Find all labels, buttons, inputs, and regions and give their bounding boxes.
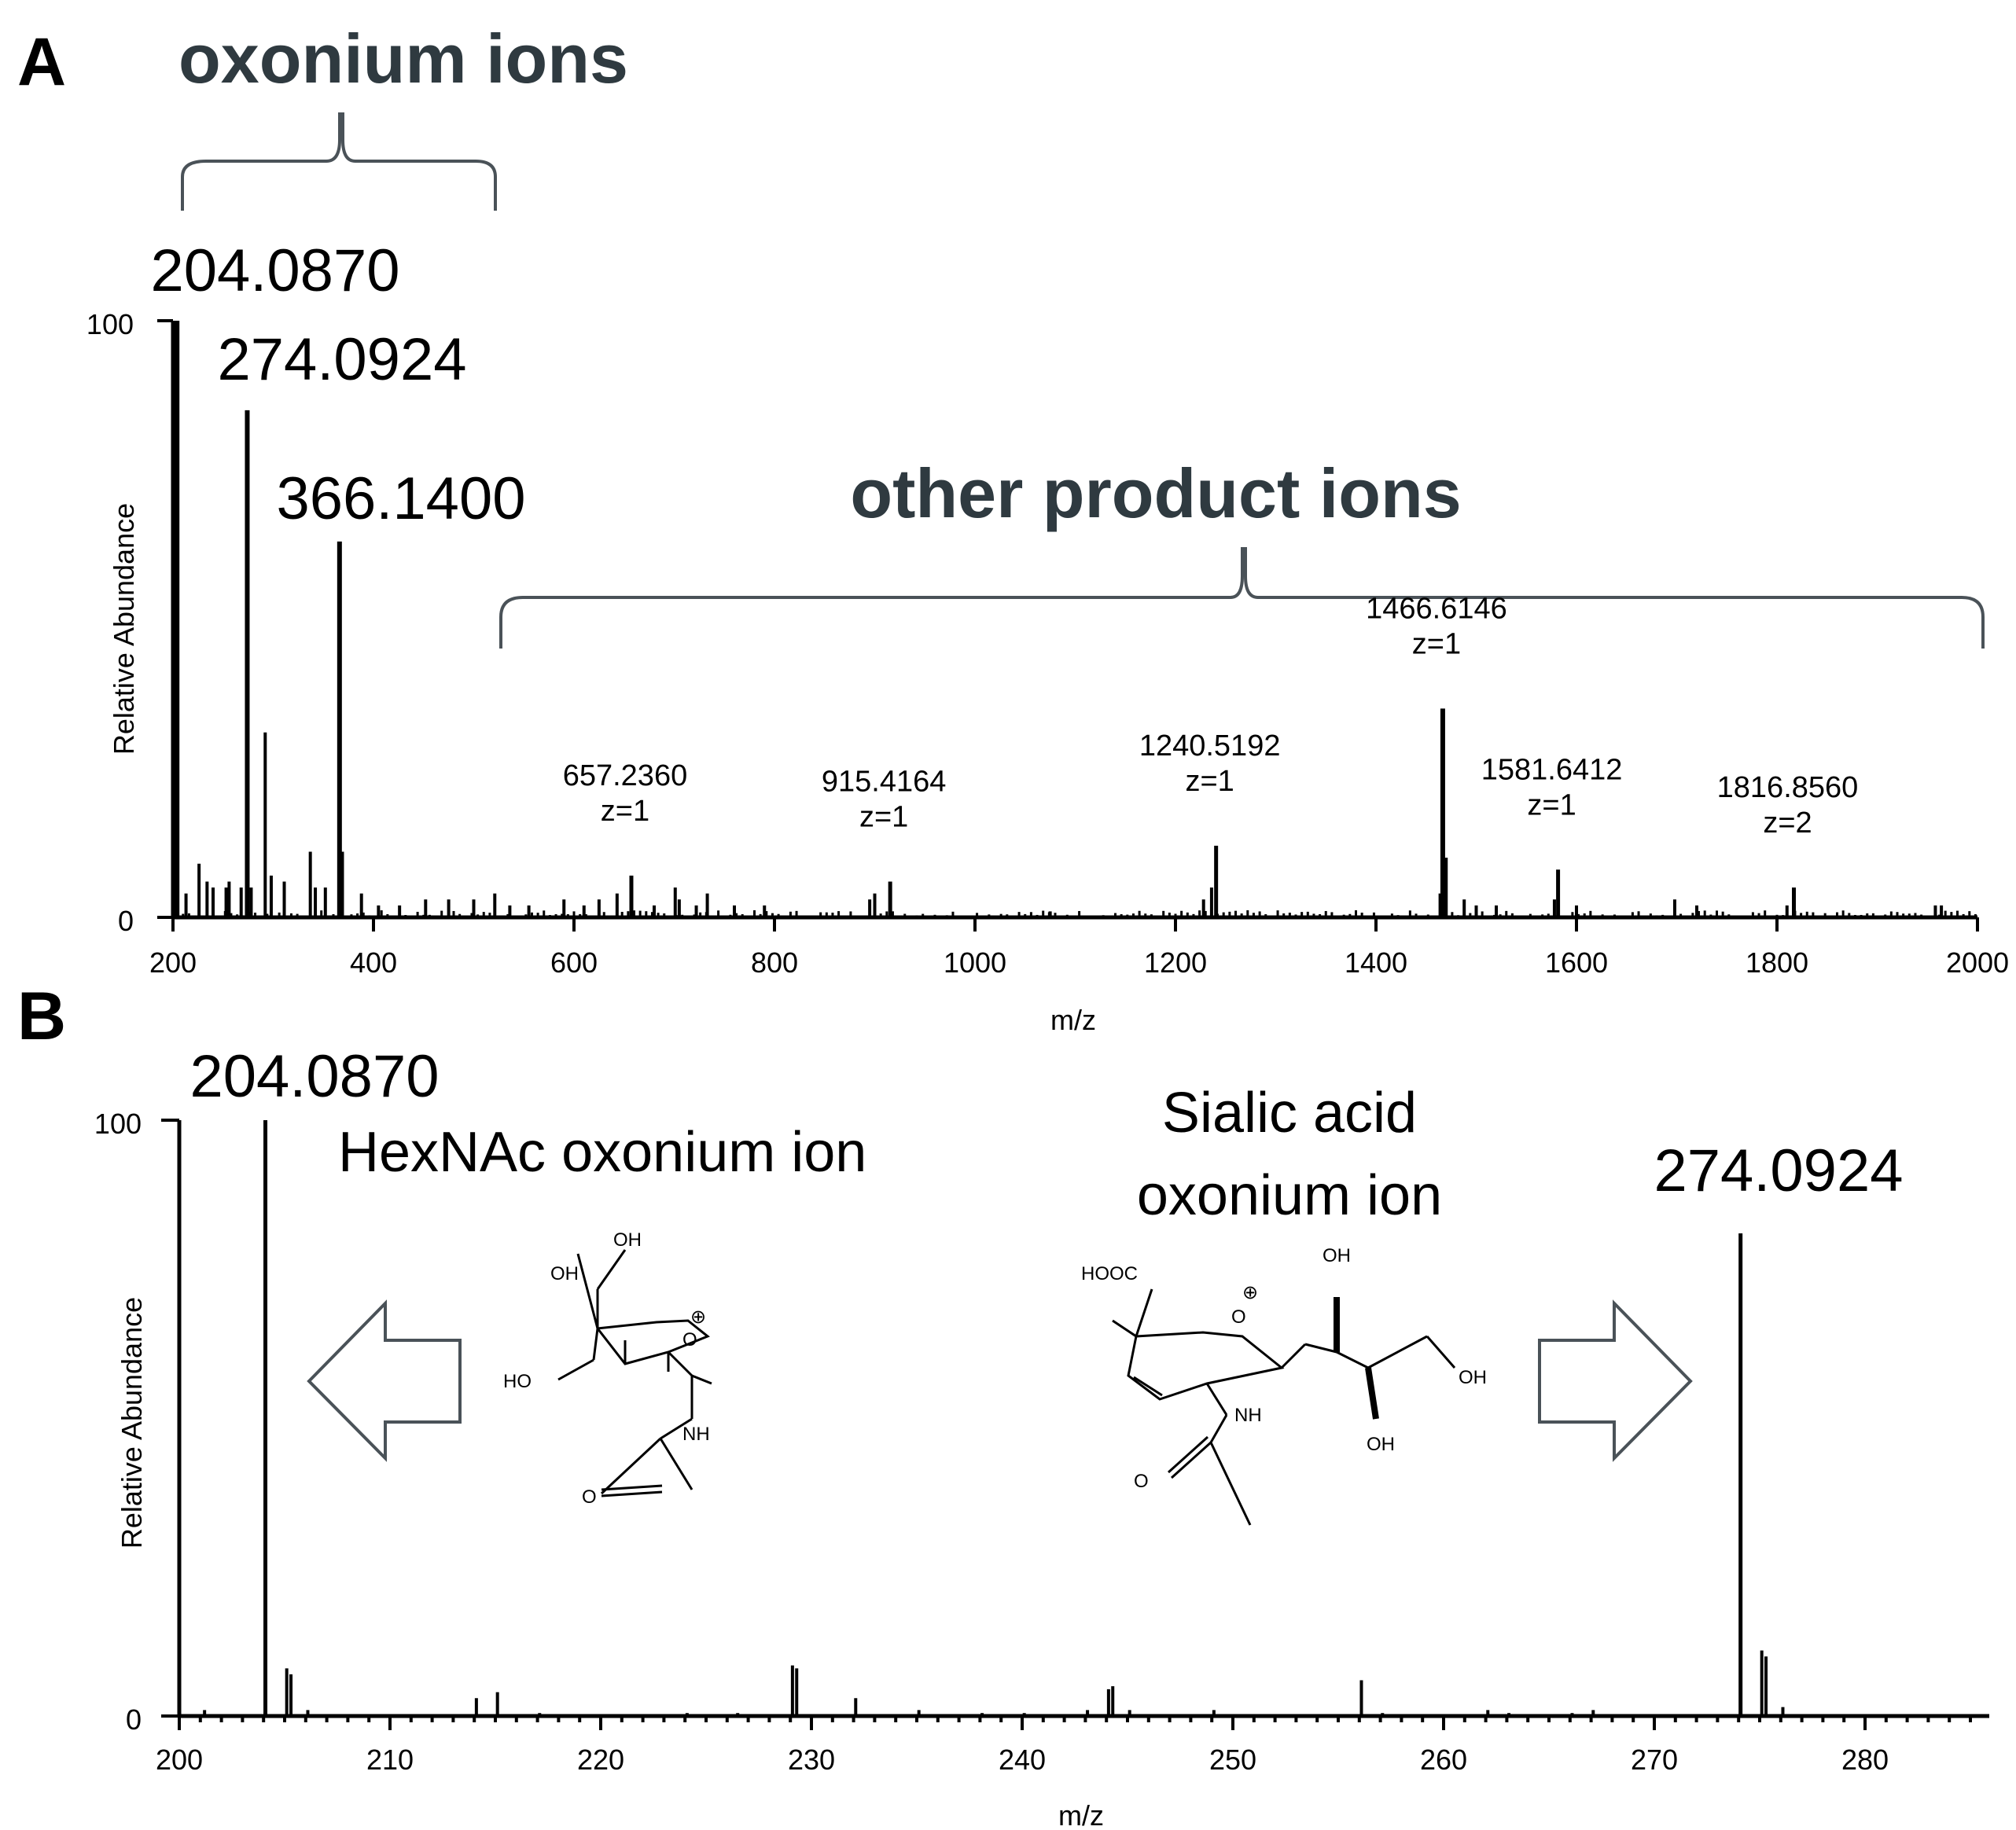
peak-label: 204.0870 bbox=[151, 237, 400, 304]
panel-b-ytick-label-0: 0 bbox=[126, 1703, 142, 1736]
peak-label: 366.1400 bbox=[277, 465, 526, 532]
right-arrow-icon bbox=[1538, 1299, 1693, 1462]
x-tick-label: 270 bbox=[1631, 1744, 1678, 1776]
x-tick-label: 2000 bbox=[1946, 946, 2009, 979]
panel-b-peaks bbox=[203, 1120, 1785, 1716]
x-tick-label: 400 bbox=[350, 946, 397, 979]
peak-charge-label: z=1 bbox=[859, 800, 908, 833]
peak-label: 1816.8560 bbox=[1717, 771, 1859, 804]
sialic-oh-top-label: OH bbox=[1323, 1245, 1351, 1266]
peak-label: 1581.6412 bbox=[1481, 753, 1623, 786]
panel-a-y-axis-label: Relative Abundance bbox=[108, 503, 140, 755]
peak-label: 1240.5192 bbox=[1139, 729, 1281, 762]
sialic-hooc-label: HOOC bbox=[1081, 1263, 1138, 1284]
x-tick-label: 200 bbox=[156, 1744, 203, 1776]
peak-label: 204.0870 bbox=[190, 1043, 440, 1110]
x-tick-label: 260 bbox=[1420, 1744, 1467, 1776]
hexnac-annotation: HexNAc oxonium ion bbox=[338, 1121, 866, 1184]
hexnac-oh-top-label: OH bbox=[613, 1229, 642, 1251]
x-tick-label: 1800 bbox=[1746, 946, 1808, 979]
hexnac-ring-o-label: O bbox=[682, 1329, 697, 1350]
sialic-ring-o-label: O bbox=[1231, 1306, 1246, 1328]
x-tick-label: 600 bbox=[550, 946, 598, 979]
peak-label: 274.0924 bbox=[218, 326, 467, 393]
panel-b-letter: B bbox=[17, 979, 66, 1054]
peak-charge-label: z=1 bbox=[1527, 788, 1576, 821]
panel-a-x-ticks: 200 400 600 800 1000 1200 1400 1600 1800 2000 bbox=[149, 917, 2009, 979]
sialic-oh-right-label: OH bbox=[1459, 1367, 1487, 1388]
x-tick-label: 280 bbox=[1841, 1744, 1889, 1776]
peak-label: 915.4164 bbox=[822, 765, 947, 798]
hexnac-oh-left-label: OH bbox=[550, 1263, 579, 1284]
x-tick-label: 200 bbox=[149, 946, 197, 979]
x-tick-label: 240 bbox=[999, 1744, 1046, 1776]
panel-b-x-ticks: 200 210 220 230 240 250 260 270 280 bbox=[156, 1716, 1972, 1776]
x-tick-label: 1400 bbox=[1345, 946, 1407, 979]
hexnac-ho-label: HO bbox=[503, 1371, 532, 1392]
panel-a-letter: A bbox=[17, 24, 66, 100]
sialic-carbonyl-o-label: O bbox=[1134, 1471, 1149, 1492]
hexnac-nh-label: NH bbox=[682, 1424, 710, 1445]
sialic-oh-bottom-label: OH bbox=[1367, 1434, 1395, 1455]
sialic-annotation-line1: Sialic acid bbox=[1162, 1082, 1417, 1145]
other-product-ions-label: other product ions bbox=[850, 454, 1461, 532]
left-arrow-icon bbox=[307, 1299, 462, 1462]
peak-charge-label: z=1 bbox=[1412, 627, 1461, 660]
hexnac-carbonyl-o-label: O bbox=[582, 1486, 597, 1508]
peak-charge-label: z=1 bbox=[601, 795, 649, 828]
x-tick-label: 1000 bbox=[944, 946, 1006, 979]
x-tick-label: 800 bbox=[751, 946, 798, 979]
panel-b-x-axis-label: m/z bbox=[1058, 1799, 1104, 1830]
x-tick-label: 230 bbox=[788, 1744, 835, 1776]
sialic-annotation-line2: oxonium ion bbox=[1137, 1164, 1442, 1227]
panel-b-y-axis-label: Relative Abundance bbox=[116, 1297, 148, 1549]
hexnac-structure-icon: OH OH HO NH O O ⊕ bbox=[503, 1229, 712, 1508]
sialic-charge-label: ⊕ bbox=[1242, 1282, 1258, 1303]
oxonium-ions-label: oxonium ions bbox=[178, 20, 628, 97]
other-product-ions-brace bbox=[499, 547, 1985, 649]
oxonium-brace bbox=[181, 112, 497, 211]
panel-b-peak-labels: 204.0870 274.0924 bbox=[190, 1043, 1904, 1204]
panel-b: B 204.0870 274.0924 100 0 200 210 220 230 240… bbox=[17, 979, 1989, 1830]
x-tick-label: 250 bbox=[1209, 1744, 1256, 1776]
x-tick-label: 1600 bbox=[1545, 946, 1608, 979]
panel-a: A oxonium ions other product ions 204.08… bbox=[17, 20, 2009, 1036]
panel-a-peaks bbox=[175, 321, 1977, 917]
panel-b-ytick-label-100: 100 bbox=[94, 1108, 142, 1140]
hexnac-charge-label: ⊕ bbox=[690, 1306, 706, 1328]
peak-label: 657.2360 bbox=[563, 759, 688, 792]
panel-a-x-axis-label: m/z bbox=[1050, 1004, 1096, 1036]
panel-a-ytick-label-100: 100 bbox=[86, 308, 134, 340]
peak-charge-label: z=1 bbox=[1185, 765, 1234, 798]
sialic-structure-icon: HOOC O ⊕ OH OH OH NH O bbox=[1081, 1245, 1487, 1526]
x-tick-label: 210 bbox=[366, 1744, 414, 1776]
panel-a-peak-labels: 204.0870274.0924366.1400657.2360z=1915.4… bbox=[151, 237, 1859, 840]
panel-a-ytick-label-0: 0 bbox=[118, 905, 134, 937]
peak-charge-label: z=2 bbox=[1763, 807, 1812, 840]
peak-label: 1466.6146 bbox=[1366, 592, 1507, 625]
x-tick-label: 1200 bbox=[1144, 946, 1207, 979]
peak-label: 274.0924 bbox=[1654, 1137, 1904, 1204]
x-tick-label: 220 bbox=[577, 1744, 624, 1776]
sialic-nh-label: NH bbox=[1234, 1405, 1262, 1426]
